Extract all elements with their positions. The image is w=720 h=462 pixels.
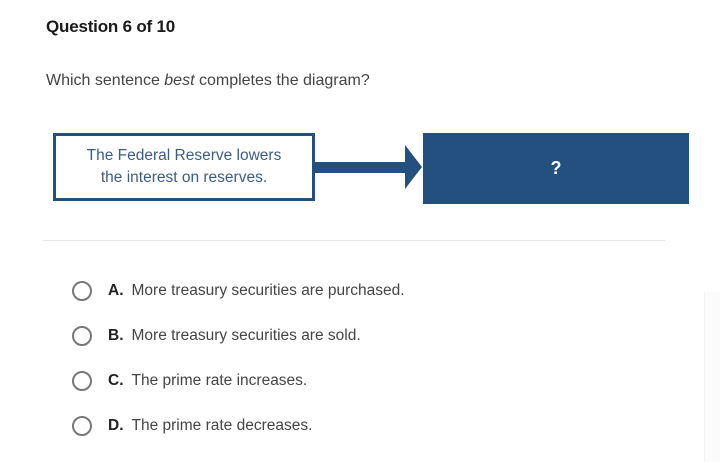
prompt-text-before: Which sentence (46, 72, 165, 89)
cause-line-1: The Federal Reserve lowers (86, 147, 282, 164)
option-letter: A. (108, 281, 124, 299)
option-letter: B. (108, 326, 124, 344)
option-text: The prime rate increases. (131, 371, 308, 389)
cause-line-2: the interest on reserves. (100, 169, 268, 186)
option-c[interactable]: C. The prime rate increases. (72, 358, 405, 403)
arrow-right-icon (405, 145, 422, 189)
radio-button-icon[interactable] (72, 415, 92, 436)
divider (43, 240, 665, 241)
diagram-cause-box: The Federal Reserve lowers the interest … (53, 133, 315, 201)
option-text: The prime rate decreases. (131, 416, 313, 434)
option-d[interactable]: D. The prime rate decreases. (72, 403, 405, 448)
option-a[interactable]: A. More treasury securities are purchase… (72, 268, 405, 313)
scrollbar-track[interactable] (704, 292, 720, 462)
option-letter: C. (108, 371, 124, 389)
question-mark: ? (550, 158, 562, 178)
prompt-text-after: completes the diagram? (194, 72, 370, 89)
option-text: More treasury securities are sold. (131, 326, 361, 344)
diagram-effect-box: ? (423, 133, 689, 204)
option-b[interactable]: B. More treasury securities are sold. (72, 313, 405, 358)
diagram-arrow-shaft (315, 162, 411, 173)
question-prompt: Which sentence best completes the diagra… (46, 72, 370, 90)
radio-button-icon[interactable] (72, 325, 92, 346)
option-text: More treasury securities are purchased. (131, 281, 405, 299)
option-letter: D. (108, 416, 124, 434)
question-counter: Question 6 of 10 (46, 17, 176, 36)
answer-options: A. More treasury securities are purchase… (72, 268, 405, 448)
radio-button-icon[interactable] (72, 280, 92, 301)
prompt-emphasis: best (164, 72, 195, 89)
radio-button-icon[interactable] (72, 370, 92, 391)
